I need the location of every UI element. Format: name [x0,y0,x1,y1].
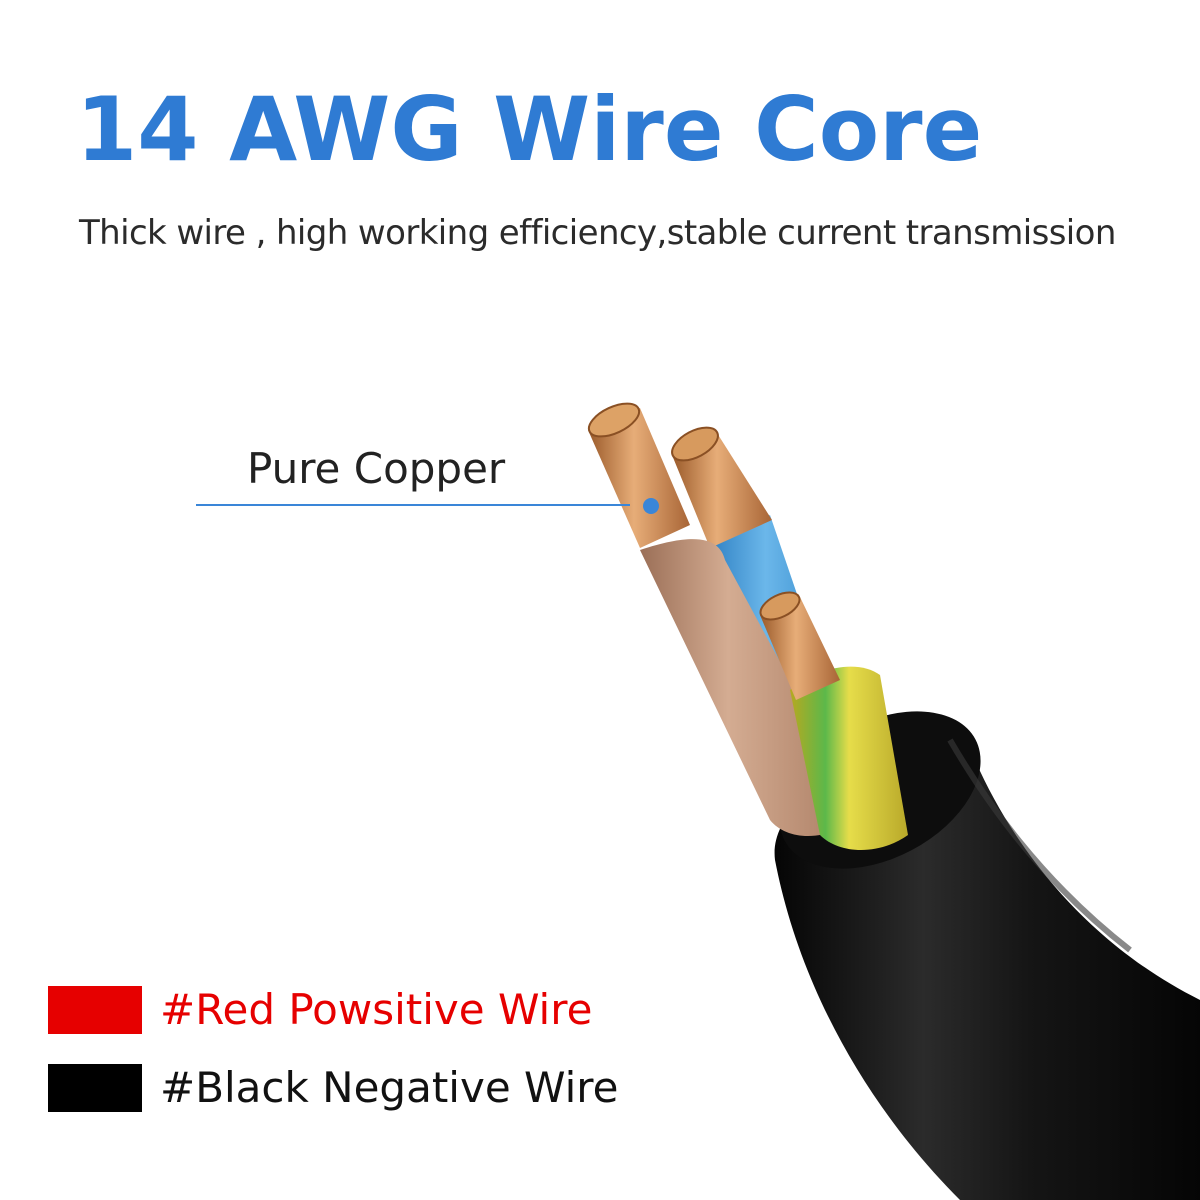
legend-label-black: #Black Negative Wire [160,1063,619,1112]
page-title: 14 AWG Wire Core [76,78,983,181]
yellow-green-wire [759,591,908,850]
legend-item-red: #Red Powsitive Wire [48,985,592,1035]
legend-item-black: #Black Negative Wire [48,1063,618,1113]
black-swatch [48,1064,142,1112]
subtitle: Thick wire , high working efficiency,sta… [79,213,1116,253]
pure-copper-label: Pure Copper [247,444,506,493]
red-swatch [48,986,142,1034]
callout-dot [643,498,659,514]
legend-label-red: #Red Powsitive Wire [160,985,593,1034]
